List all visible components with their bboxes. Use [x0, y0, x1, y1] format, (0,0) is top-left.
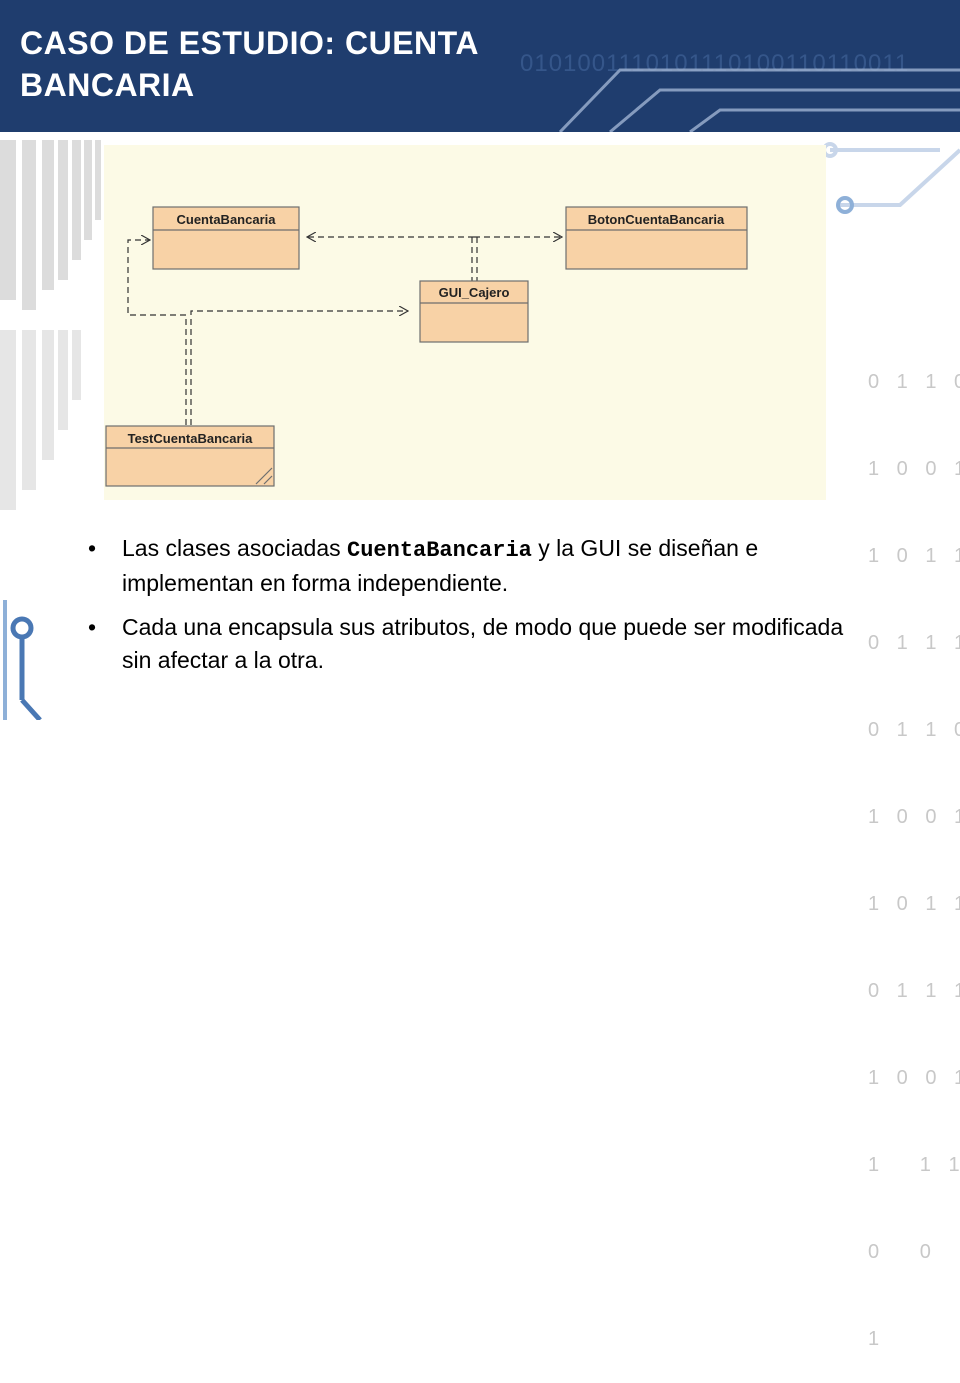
dependency-test-to-cuenta [127, 240, 187, 425]
binary-row: 1 [868, 1328, 886, 1350]
side-binary-pattern: 0 1 1 0 0 1 0 0 1 1 1 0 1 1 0 0 1 1 1 0 … [868, 310, 960, 1383]
bullet-item-1: • Las clases asociadas CuentaBancaria y … [88, 532, 878, 600]
circuit-lines-top [558, 68, 960, 132]
class-gui-cajero[interactable]: GUI_Cajero [419, 280, 529, 343]
binary-row: 1 0 1 1 0 [868, 545, 960, 567]
binary-row: 1 0 1 1 0 [868, 893, 960, 915]
class-name-cuentabancaria: CuentaBancaria [177, 212, 277, 227]
binary-row: 1 0 0 1 1 [868, 458, 960, 480]
title-line-1: CASO DE ESTUDIO: CUENTA [20, 25, 479, 61]
decorative-background [0, 140, 960, 720]
binary-row: 0 1 1 0 0 [868, 719, 960, 741]
bullet-list: • Las clases asociadas CuentaBancaria y … [88, 532, 878, 688]
binary-row: 1 0 0 1 1 [868, 806, 960, 828]
bullet-1-text-start: Las clases asociadas [122, 535, 348, 561]
uml-diagram-canvas: CuentaBancaria BotonCuentaBancaria GUI_C… [105, 206, 748, 487]
bullet-2-text: Cada una encapsula sus atributos, de mod… [122, 614, 844, 673]
binary-row: 0101001110101110100110110011 [520, 50, 910, 77]
class-testcuentabancaria[interactable]: TestCuentaBancaria [105, 425, 275, 487]
header-binary-pattern: 0101001110101110100110110011 11011001010… [520, 0, 960, 132]
uml-diagram: CuentaBancaria BotonCuentaBancaria GUI_C… [104, 145, 826, 500]
bullet-1-code: CuentaBancaria [347, 538, 532, 563]
binary-row: 0 1 1 0 0 [868, 371, 960, 393]
class-cuentabancaria[interactable]: CuentaBancaria [152, 206, 300, 270]
slide-title: CASO DE ESTUDIO: CUENTA BANCARIA [20, 22, 580, 106]
dependency-test-to-gui [190, 311, 408, 425]
bullet-dot-icon: • [88, 535, 97, 561]
bullet-1-text-end: y la GUI se diseñan e implementan en for… [122, 535, 759, 596]
class-botoncuentabancaria[interactable]: BotonCuentaBancaria [565, 206, 748, 270]
bullet-item-2: • Cada una encapsula sus atributos, de m… [88, 611, 878, 677]
class-name-gui-cajero: GUI_Cajero [439, 285, 510, 300]
binary-row: 0 0 [868, 1241, 937, 1263]
header-banner: 0101001110101110100110110011 11011001010… [0, 0, 960, 132]
class-name-botoncuentabancaria: BotonCuentaBancaria [588, 212, 725, 227]
binary-row: 0 1 1 1 0 [868, 980, 960, 1002]
binary-row: 1 1 1 [868, 1154, 960, 1176]
binary-row: 0 1 1 1 0 [868, 632, 960, 654]
bullet-dot-icon: • [88, 614, 97, 640]
binary-row: 1 0 0 1 [868, 1067, 960, 1089]
class-name-testcuentabancaria: TestCuentaBancaria [128, 431, 254, 446]
title-line-2: BANCARIA [20, 67, 195, 103]
